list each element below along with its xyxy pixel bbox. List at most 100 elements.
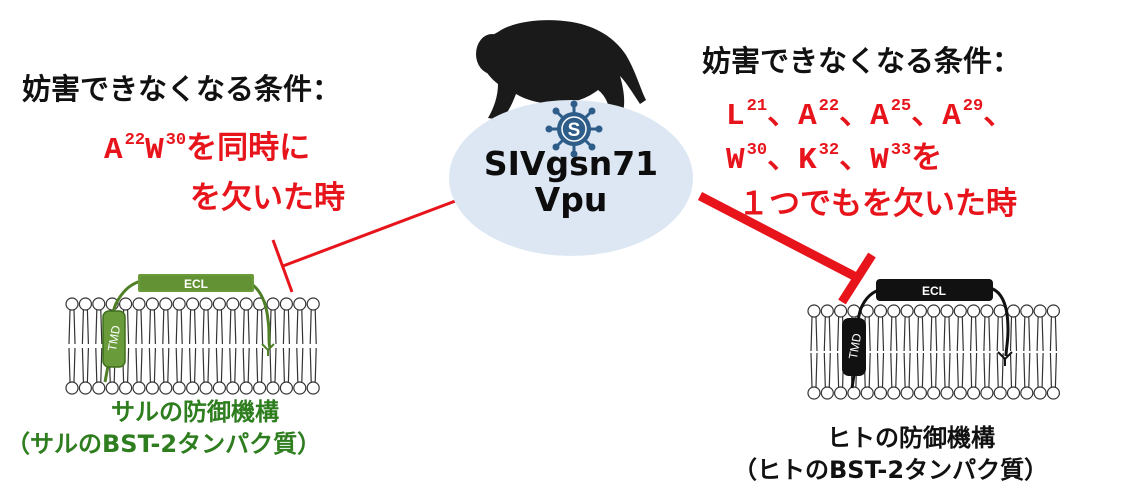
lipid-tail [930, 316, 938, 352]
lipid-tail [162, 309, 170, 345]
lipid-head [807, 304, 821, 318]
lipid-head [807, 386, 821, 400]
lipid-tail [189, 347, 197, 383]
lipid-head [132, 381, 146, 395]
lipid-head [118, 381, 133, 395]
right-row2-res-2-pos: 33 [890, 140, 912, 160]
lipid-head [92, 297, 106, 311]
lipid-head [65, 297, 79, 311]
right-row1-res-2-pos: 25 [890, 96, 912, 116]
lipid-head [226, 297, 240, 311]
lipid-head [172, 297, 186, 311]
lipid-tail [943, 316, 951, 352]
lipid-head [1006, 304, 1021, 318]
right-row1-res-1: A [798, 99, 817, 134]
lipid-head [145, 381, 159, 395]
lipid-tail [810, 316, 818, 352]
lipid-tail [970, 316, 978, 352]
right-tmd-label: TMD [846, 332, 864, 360]
monkey-bst2-caption: （サルのBST-2タンパク質） [6, 430, 322, 458]
lipid-head [820, 304, 834, 318]
lipid-tail [943, 352, 951, 388]
lipid-tail [202, 347, 210, 383]
left-tmd-domain [102, 310, 126, 368]
lipid-tail [996, 316, 1004, 352]
lipid-tail [229, 309, 237, 345]
lipid-head [212, 297, 226, 311]
lipid-head [293, 381, 307, 395]
lipid-head [980, 304, 994, 318]
left-condition-line2: を欠いた時 [190, 180, 345, 216]
lipid-head [159, 381, 173, 395]
lipid-tail [148, 309, 156, 345]
lipid-tail [810, 352, 818, 388]
right-row1-res-0-pos: 21 [746, 96, 768, 116]
lipid-head [860, 386, 874, 400]
lipid-tail [296, 309, 304, 345]
lipid-tail [175, 309, 183, 345]
lipid-tail [983, 316, 991, 352]
right-condition-title: 妨害できなくなる条件： [702, 44, 1022, 78]
lipid-tail [309, 347, 317, 383]
lipid-tail [229, 347, 237, 383]
left-res-a: A [104, 133, 123, 168]
left-res-b-pos: 30 [165, 130, 187, 150]
lipid-head [239, 381, 253, 395]
lipid-head [1046, 304, 1061, 318]
lipid-head [186, 381, 200, 395]
right-ecl-domain [876, 279, 993, 301]
lipid-head [873, 304, 888, 318]
lipid-head [159, 297, 173, 311]
lipid-tail [296, 347, 304, 383]
lipid-tail [256, 309, 264, 345]
lipid-head [966, 386, 981, 400]
lipid-head [833, 386, 848, 400]
lipid-head [266, 381, 280, 395]
lipid-tail [1023, 352, 1031, 388]
left-bst2-chain [103, 278, 272, 383]
lipid-tail [95, 347, 103, 383]
lipid-tail [823, 352, 831, 388]
lipid-head [186, 297, 200, 311]
right-row1-res-3: A [942, 99, 961, 134]
lipid-tail [68, 347, 76, 383]
monkey-defense-caption: サルの防御機構 [111, 398, 279, 426]
lipid-head [293, 297, 307, 311]
lipid-head [820, 386, 834, 400]
lipid-head [279, 381, 293, 395]
lipid-head [833, 304, 848, 318]
right-row2-sep-1: 、 [839, 140, 871, 176]
right-row1-sep-3: 、 [983, 96, 1015, 132]
lipid-head [65, 381, 79, 395]
lipid-head [199, 381, 213, 395]
virus-icon: S [545, 100, 603, 158]
lipid-tail [1036, 316, 1044, 352]
right-row2-sep-0: 、 [767, 140, 799, 176]
lipid-head [993, 386, 1007, 400]
lipid-tail [890, 316, 898, 352]
lipid-tail [1023, 316, 1031, 352]
right-condition-line3: １つでもを欠いた時 [738, 186, 1017, 222]
virus-badge-letter: S [568, 120, 581, 141]
right-inhibition-arrow [697, 192, 876, 305]
right-row1-sep-2: 、 [911, 96, 943, 132]
lipid-head [266, 297, 280, 311]
right-row2-sep-2: を [911, 140, 943, 176]
lipid-head [105, 381, 119, 395]
lipid-tail [68, 309, 76, 345]
lipid-head [887, 386, 901, 400]
right-row1-res-3-pos: 29 [962, 96, 984, 116]
lipid-head [1020, 304, 1034, 318]
left-tmd-label: TMD [105, 324, 123, 352]
lipid-tail [956, 352, 964, 388]
lipid-head [900, 386, 914, 400]
lipid-tail [175, 347, 183, 383]
lipid-head [253, 381, 267, 395]
lipid-tail [242, 347, 250, 383]
lipid-tail [970, 352, 978, 388]
lipid-tail [189, 309, 197, 345]
lipid-tail [309, 309, 317, 345]
lipid-tail [876, 352, 885, 388]
lipid-tail [81, 309, 89, 345]
